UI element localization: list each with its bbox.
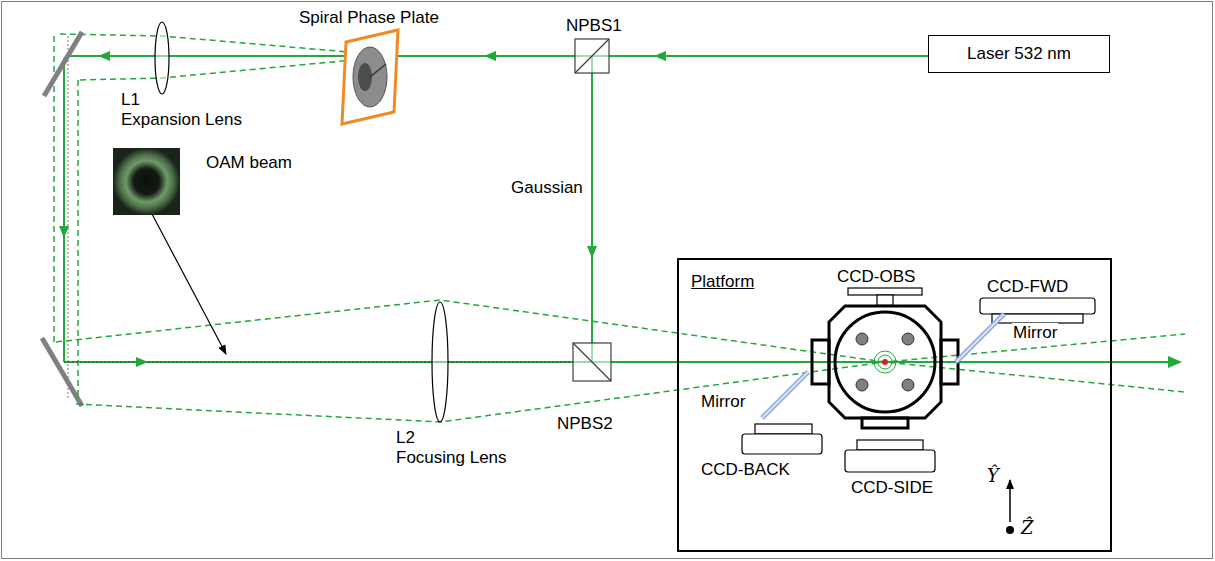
chamber-flange [862,418,908,428]
trap-electrode [902,379,914,391]
camera [742,434,822,454]
beam-label: Gaussian [510,178,584,198]
camera [848,288,922,295]
mirror [42,338,82,406]
particle [882,359,888,365]
trap-electrode [856,379,868,391]
chamber-flange [941,340,958,384]
mirror [762,372,808,418]
axis-dot [1006,526,1014,534]
beam-arrow [484,51,496,61]
component-label: Focusing Lens [395,448,508,468]
axis-label: Ŷ [986,466,1000,487]
spiral-phase-plate [353,47,387,107]
camera-label: CCD-OBS [836,267,916,287]
laser-box: Laser 532 nm [928,35,1110,73]
beam-splitter [575,39,609,73]
beam-splitter [573,343,611,381]
spiral-phase-plate [342,30,398,124]
component-label: Spiral Phase Plate [298,8,440,28]
leader-line [152,214,226,354]
mirror-label: Mirror [700,392,746,412]
chamber-window [835,312,935,412]
laser-beam [64,361,1178,363]
component-label: L1 [120,90,141,110]
camera [992,314,1083,323]
laser-beam [66,55,928,57]
scattered-wave [874,351,896,373]
component-label: L2 [395,428,416,448]
camera [877,295,893,305]
box-text: Laser 532 nm [967,44,1071,64]
vacuum-chamber [829,306,941,418]
beam-arrow [136,357,148,367]
oam-beam-image [113,148,180,215]
component-label: NPBS1 [565,16,623,36]
spiral-phase-plate [358,63,372,91]
mirror-label: Mirror [1012,323,1058,343]
axis-label: Ẑ [1020,518,1035,539]
axis-line [68,36,69,400]
beam-splitter [573,343,611,381]
beam-label: OAM beam [205,153,293,173]
gaussian-beam [591,56,593,362]
axis-arrow [1009,480,1011,522]
component-label: Expansion Lens [120,110,243,130]
trap-electrode [902,333,914,345]
beam-arrow [98,51,110,61]
chamber-flange [812,340,829,384]
oam-beam [56,300,1185,392]
camera-label: CCD-BACK [700,460,791,480]
beam-arrow [59,226,69,238]
component-label: NPBS2 [556,414,614,434]
expanded-beam [77,80,79,402]
camera-label: CCD-SIDE [850,478,934,498]
beam-splitter [575,39,609,73]
lens [155,22,169,94]
camera-label: CCD-FWD [986,277,1069,297]
mirror [956,314,1004,362]
lens [432,302,448,422]
trap-electrode [856,333,868,345]
beam-arrow [587,246,597,258]
spiral-phase-plate [370,64,386,77]
oam-beam [76,334,1185,422]
camera [980,298,1095,314]
beam-arrow [1168,356,1182,368]
camera [857,440,923,450]
mirror [762,372,808,418]
mirror [44,32,82,96]
mirror [956,314,1004,362]
camera [755,424,812,434]
scattered-wave [878,355,892,369]
region-heading: Platform [691,272,754,292]
camera [845,450,935,472]
beam-arrow [654,51,666,61]
laser-beam [63,58,65,362]
